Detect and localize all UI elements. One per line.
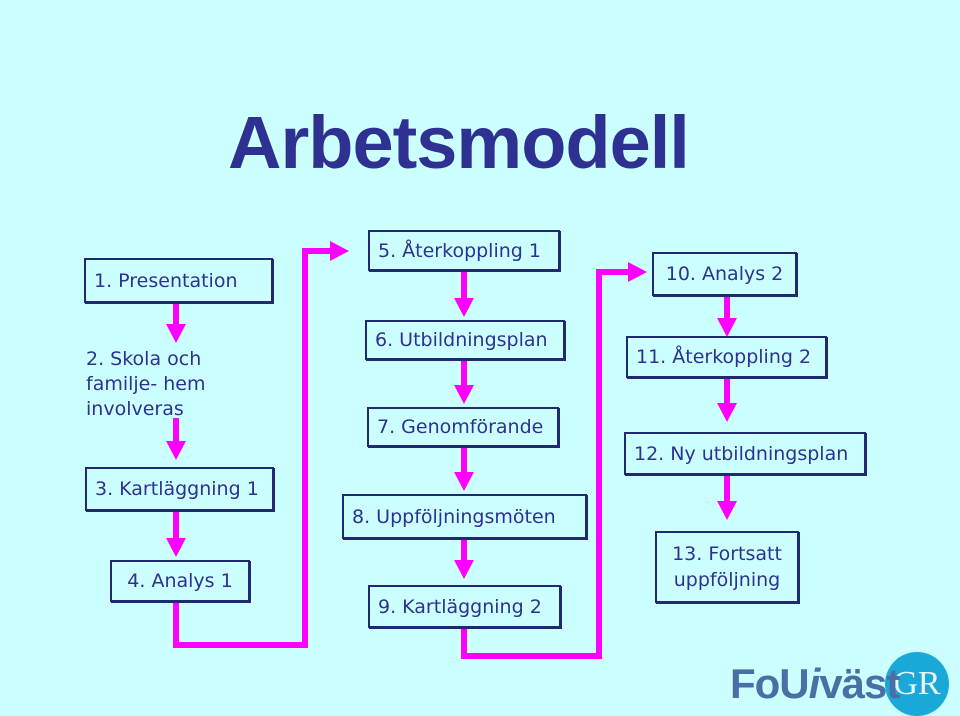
step-13-label: 13. Fortsatt uppföljning xyxy=(672,543,782,591)
arrow-7-8 xyxy=(454,447,474,491)
step-3-label: 3. Kartläggning 1 xyxy=(95,478,259,500)
arrow-12-13 xyxy=(717,475,737,520)
step-5-label: 5. Återkoppling 1 xyxy=(378,239,541,262)
step-12-label: 12. Ny utbildningsplan xyxy=(634,442,849,465)
step-4-analys-1: 4. Analys 1 xyxy=(110,560,250,602)
step-7-genomforande: 7. Genomförande xyxy=(367,407,559,447)
fouvast-gr-logo: GR FoUiväst xyxy=(730,652,955,716)
step-6-utbildningsplan: 6. Utbildningsplan xyxy=(365,320,565,360)
connector-9-10 xyxy=(461,269,630,659)
arrow-2-3 xyxy=(166,418,186,460)
step-9-kartlaggning-2: 9. Kartläggning 2 xyxy=(368,585,561,628)
step-5-aterkoppling-1: 5. Återkoppling 1 xyxy=(368,230,560,271)
step-8-uppfoljningsmoten: 8. Uppföljningsmöten xyxy=(342,494,587,539)
step-10-analys-2: 10. Analys 2 xyxy=(652,252,797,296)
arrow-8-9 xyxy=(454,539,474,579)
connector-9-10-head xyxy=(628,262,647,282)
step-11-aterkoppling-2: 11. Återkoppling 2 xyxy=(626,336,827,378)
step-4-label: 4. Analys 1 xyxy=(127,570,233,592)
step-11-label: 11. Återkoppling 2 xyxy=(636,346,812,368)
arrow-10-11 xyxy=(717,296,737,337)
step-6-label: 6. Utbildningsplan xyxy=(375,329,548,351)
page-title: Arbetsmodell xyxy=(228,101,690,184)
gr-badge: GR xyxy=(885,652,949,716)
arrow-5-6 xyxy=(454,271,474,317)
step-12-ny-utbildningsplan: 12. Ny utbildningsplan xyxy=(624,432,866,475)
step-3-kartlaggning-1: 3. Kartläggning 1 xyxy=(85,467,274,511)
connector-4-5-head xyxy=(330,241,349,261)
logo-fou: FoU xyxy=(730,660,810,707)
arrow-3-4 xyxy=(166,511,186,557)
step-8-label: 8. Uppföljningsmöten xyxy=(352,505,556,528)
step-2-school-family-home: 2. Skola och familje- hem involveras xyxy=(86,348,276,420)
logo-wordmark: FoUiväst xyxy=(730,660,900,708)
gr-badge-text: GR xyxy=(893,665,941,702)
connector-4-5 xyxy=(173,248,332,648)
logo-i: i xyxy=(808,660,821,707)
step-13-fortsatt-uppfoljning: 13. Fortsatt uppföljning xyxy=(655,531,799,603)
step-10-label: 10. Analys 2 xyxy=(665,263,784,285)
step-9-label: 9. Kartläggning 2 xyxy=(378,595,542,618)
arrow-11-12 xyxy=(717,378,737,422)
step-1-label: 1. Presentation xyxy=(94,269,238,292)
arrow-1-2 xyxy=(166,303,186,343)
step-2-label: 2. Skola och familje- hem involveras xyxy=(86,347,206,420)
step-1-presentation: 1. Presentation xyxy=(84,258,273,303)
step-7-label: 7. Genomförande xyxy=(377,416,544,438)
arrow-6-7 xyxy=(454,360,474,404)
logo-vast: väst xyxy=(819,660,900,707)
